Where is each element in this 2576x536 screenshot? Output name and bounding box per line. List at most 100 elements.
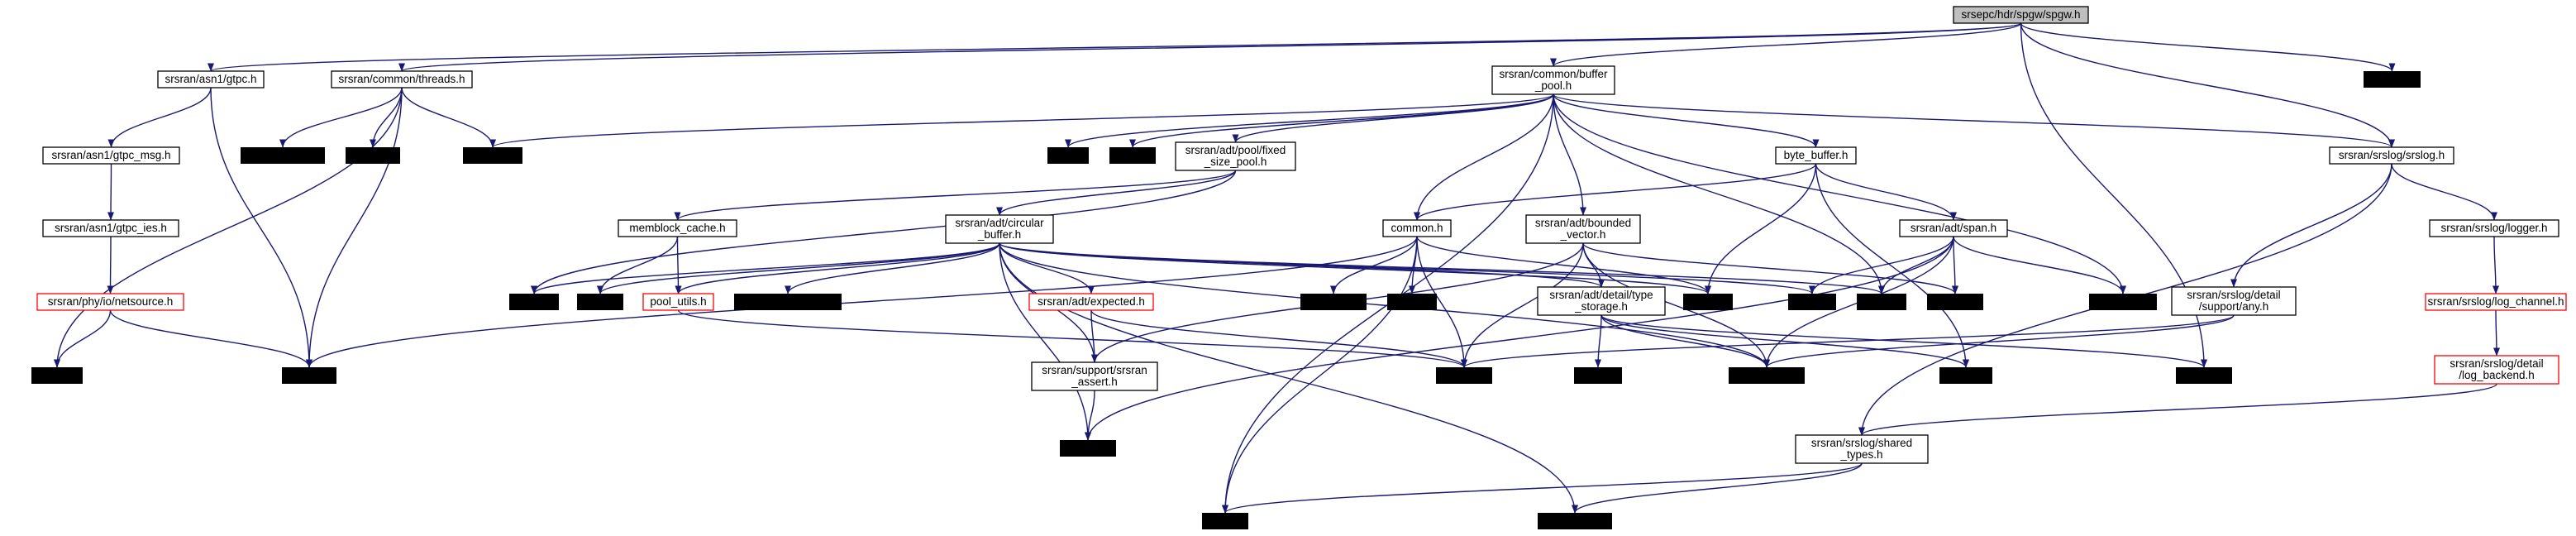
node-string[interactable]: string: [1202, 513, 1248, 529]
node-label: byte_buffer.h: [1784, 149, 1849, 161]
edge-fixedpool-to-thread: [531, 170, 1237, 294]
node-box: [2364, 71, 2421, 88]
node-functional[interactable]: functional: [1538, 513, 1612, 529]
node-commonh[interactable]: common.h: [1382, 219, 1452, 237]
node-box: [1109, 147, 1156, 164]
edge-fixedpool-to-circbuf: [996, 170, 1237, 216]
edge-circbuf-to-typetraits: [999, 242, 1770, 368]
node-label: srsran/asn1/gtpc_ies.h: [55, 222, 167, 234]
node-cstring[interactable]: cstring: [1387, 294, 1437, 310]
node-gtpc[interactable]: srsran/asn1/gtpc.h: [157, 70, 265, 89]
edge-logchannel-to-logbackend: [2493, 309, 2500, 357]
edge-threads-to-pthread: [401, 87, 496, 148]
node-vector[interactable]: vector: [1857, 294, 1906, 310]
node-label: srsran/support/srsran: [1042, 364, 1147, 376]
node-label: srsran/asn1/gtpc.h: [165, 73, 256, 85]
node-logchannel[interactable]: srsran/srslog/log_channel.h: [2425, 293, 2567, 311]
node-srslog[interactable]: srsran/srslog/srslog.h: [2329, 146, 2454, 165]
node-label: srsran/adt/pool/fixed: [1185, 144, 1286, 156]
edge-bufferpool-to-fixedpool: [1232, 93, 1554, 143]
node-cassert[interactable]: cassert: [1060, 440, 1116, 457]
node-chrono[interactable]: chrono: [1683, 294, 1733, 310]
node-label: condition_variable: [743, 295, 833, 308]
node-label: cassert: [1070, 442, 1106, 454]
node-root[interactable]: srsepc/hdr/spgw/spgw.h: [1953, 6, 2089, 24]
node-poolutils[interactable]: pool_utils.h: [642, 293, 714, 311]
edge-span-to-cassert: [1085, 236, 1954, 441]
node-label: /support/any.h: [2199, 300, 2269, 313]
node-box: [2425, 293, 2567, 311]
edge-sharedtypes-to-functional: [1572, 462, 1863, 514]
node-timerfd[interactable]: sys/timerfd.h: [241, 147, 325, 164]
node-fixedpool[interactable]: srsran/adt/pool/fixed_size_pool.h: [1175, 141, 1296, 171]
node-gtpcies[interactable]: srsran/asn1/gtpc_ies.h: [42, 219, 179, 237]
node-srsassert[interactable]: srsran/support/srsran_assert.h: [1031, 361, 1158, 391]
node-label: srsran/adt/circular: [955, 217, 1044, 229]
node-box: [331, 70, 473, 89]
node-condvar[interactable]: condition_variable: [734, 294, 842, 310]
node-circbuf[interactable]: srsran/adt/circular_buffer.h: [945, 214, 1054, 244]
node-iterator[interactable]: iterator: [1927, 294, 1983, 310]
node-systime[interactable]: sys/time.h: [1300, 294, 1367, 310]
node-gtpcmsg[interactable]: srsran/asn1/gtpc_msg.h: [42, 146, 180, 165]
node-logger[interactable]: srsran/srslog/logger.h: [2429, 219, 2559, 237]
node-expected[interactable]: srsran/adt/expected.h: [1028, 293, 1154, 311]
node-stack[interactable]: stack: [1109, 147, 1156, 164]
node-pthread[interactable]: pthread.h: [463, 147, 522, 164]
node-utility[interactable]: utility: [1574, 367, 1622, 384]
node-label: sys/time.h: [1309, 295, 1359, 308]
node-array[interactable]: array: [1788, 294, 1836, 310]
node-mutex[interactable]: mutex: [577, 294, 623, 310]
node-memblock[interactable]: memblock_cache.h: [618, 219, 737, 237]
node-label: srsran/adt/detail/type: [1549, 289, 1653, 301]
node-stdio[interactable]: stdio.h: [31, 367, 83, 384]
node-algorithm[interactable]: algorithm: [2089, 294, 2157, 310]
node-memory[interactable]: memory: [1436, 367, 1492, 384]
node-label: _buffer.h: [977, 228, 1021, 241]
node-box: [1028, 293, 1154, 311]
node-label: stdint.h: [291, 369, 327, 381]
node-box: [241, 147, 325, 164]
node-box: [1031, 361, 1158, 391]
node-unistd[interactable]: unistd.h: [346, 147, 400, 164]
node-logbackend[interactable]: srsran/srslog/detail/log_backend.h: [2434, 355, 2559, 385]
edge-circbuf-to-expected: [999, 242, 1095, 294]
node-cstddef[interactable]: cstddef: [2176, 367, 2232, 384]
node-label: _storage.h: [1574, 300, 1628, 313]
node-stdint[interactable]: stdint.h: [282, 367, 336, 384]
node-box: [577, 294, 623, 310]
node-cstdint[interactable]: cstdint: [1939, 367, 1992, 384]
edge-gtpc-to-gtpcmsg: [107, 87, 212, 148]
edge-netsource-to-stdio: [54, 309, 112, 368]
edge-typestorage-to-cstddef: [1600, 314, 2207, 368]
node-queue[interactable]: queue: [2364, 71, 2421, 88]
edge-span-to-array: [1809, 236, 1954, 294]
node-boundedvec[interactable]: srsran/adt/bounded_vector.h: [1525, 214, 1641, 244]
node-label: srsran/srslog/shared: [1811, 437, 1912, 449]
node-detailany[interactable]: srsran/srslog/detail/support/any.h: [2171, 286, 2297, 316]
node-bytebuffer[interactable]: byte_buffer.h: [1775, 146, 1857, 165]
node-label: srsran/asn1/gtpc_msg.h: [51, 149, 170, 161]
node-box: [36, 293, 184, 311]
node-typestorage[interactable]: srsran/adt/detail/type_storage.h: [1537, 286, 1666, 316]
node-sharedtypes[interactable]: srsran/srslog/shared_types.h: [1795, 434, 1929, 464]
node-box: [1175, 141, 1296, 171]
node-typetraits[interactable]: type_traits: [1729, 367, 1805, 384]
node-netsource[interactable]: srsran/phy/io/netsource.h: [36, 293, 184, 311]
edge-bytebuffer-to-span: [1815, 163, 1957, 221]
node-box: [1525, 214, 1641, 244]
edge-boundedvec-to-typetraits: [1582, 242, 1770, 368]
node-span[interactable]: srsran/adt/span.h: [1899, 219, 2008, 237]
node-box: [1202, 513, 1248, 529]
node-label: chrono: [1691, 295, 1724, 308]
node-box: [1953, 6, 2089, 24]
edge-root-to-threads: [398, 22, 2022, 72]
node-map[interactable]: map: [1047, 147, 1089, 164]
node-bufferpool[interactable]: srsran/common/buffer_pool.h: [1491, 65, 1615, 95]
edge-netsource-to-stdint: [109, 309, 312, 368]
node-threads[interactable]: srsran/common/threads.h: [331, 70, 473, 89]
node-label: srsran/srslog/log_channel.h: [2427, 295, 2564, 308]
edge-bytebuffer-to-chrono: [1705, 163, 1817, 294]
edge-bufferpool-to-vector: [1553, 93, 1885, 294]
node-thread[interactable]: thread: [509, 294, 559, 310]
